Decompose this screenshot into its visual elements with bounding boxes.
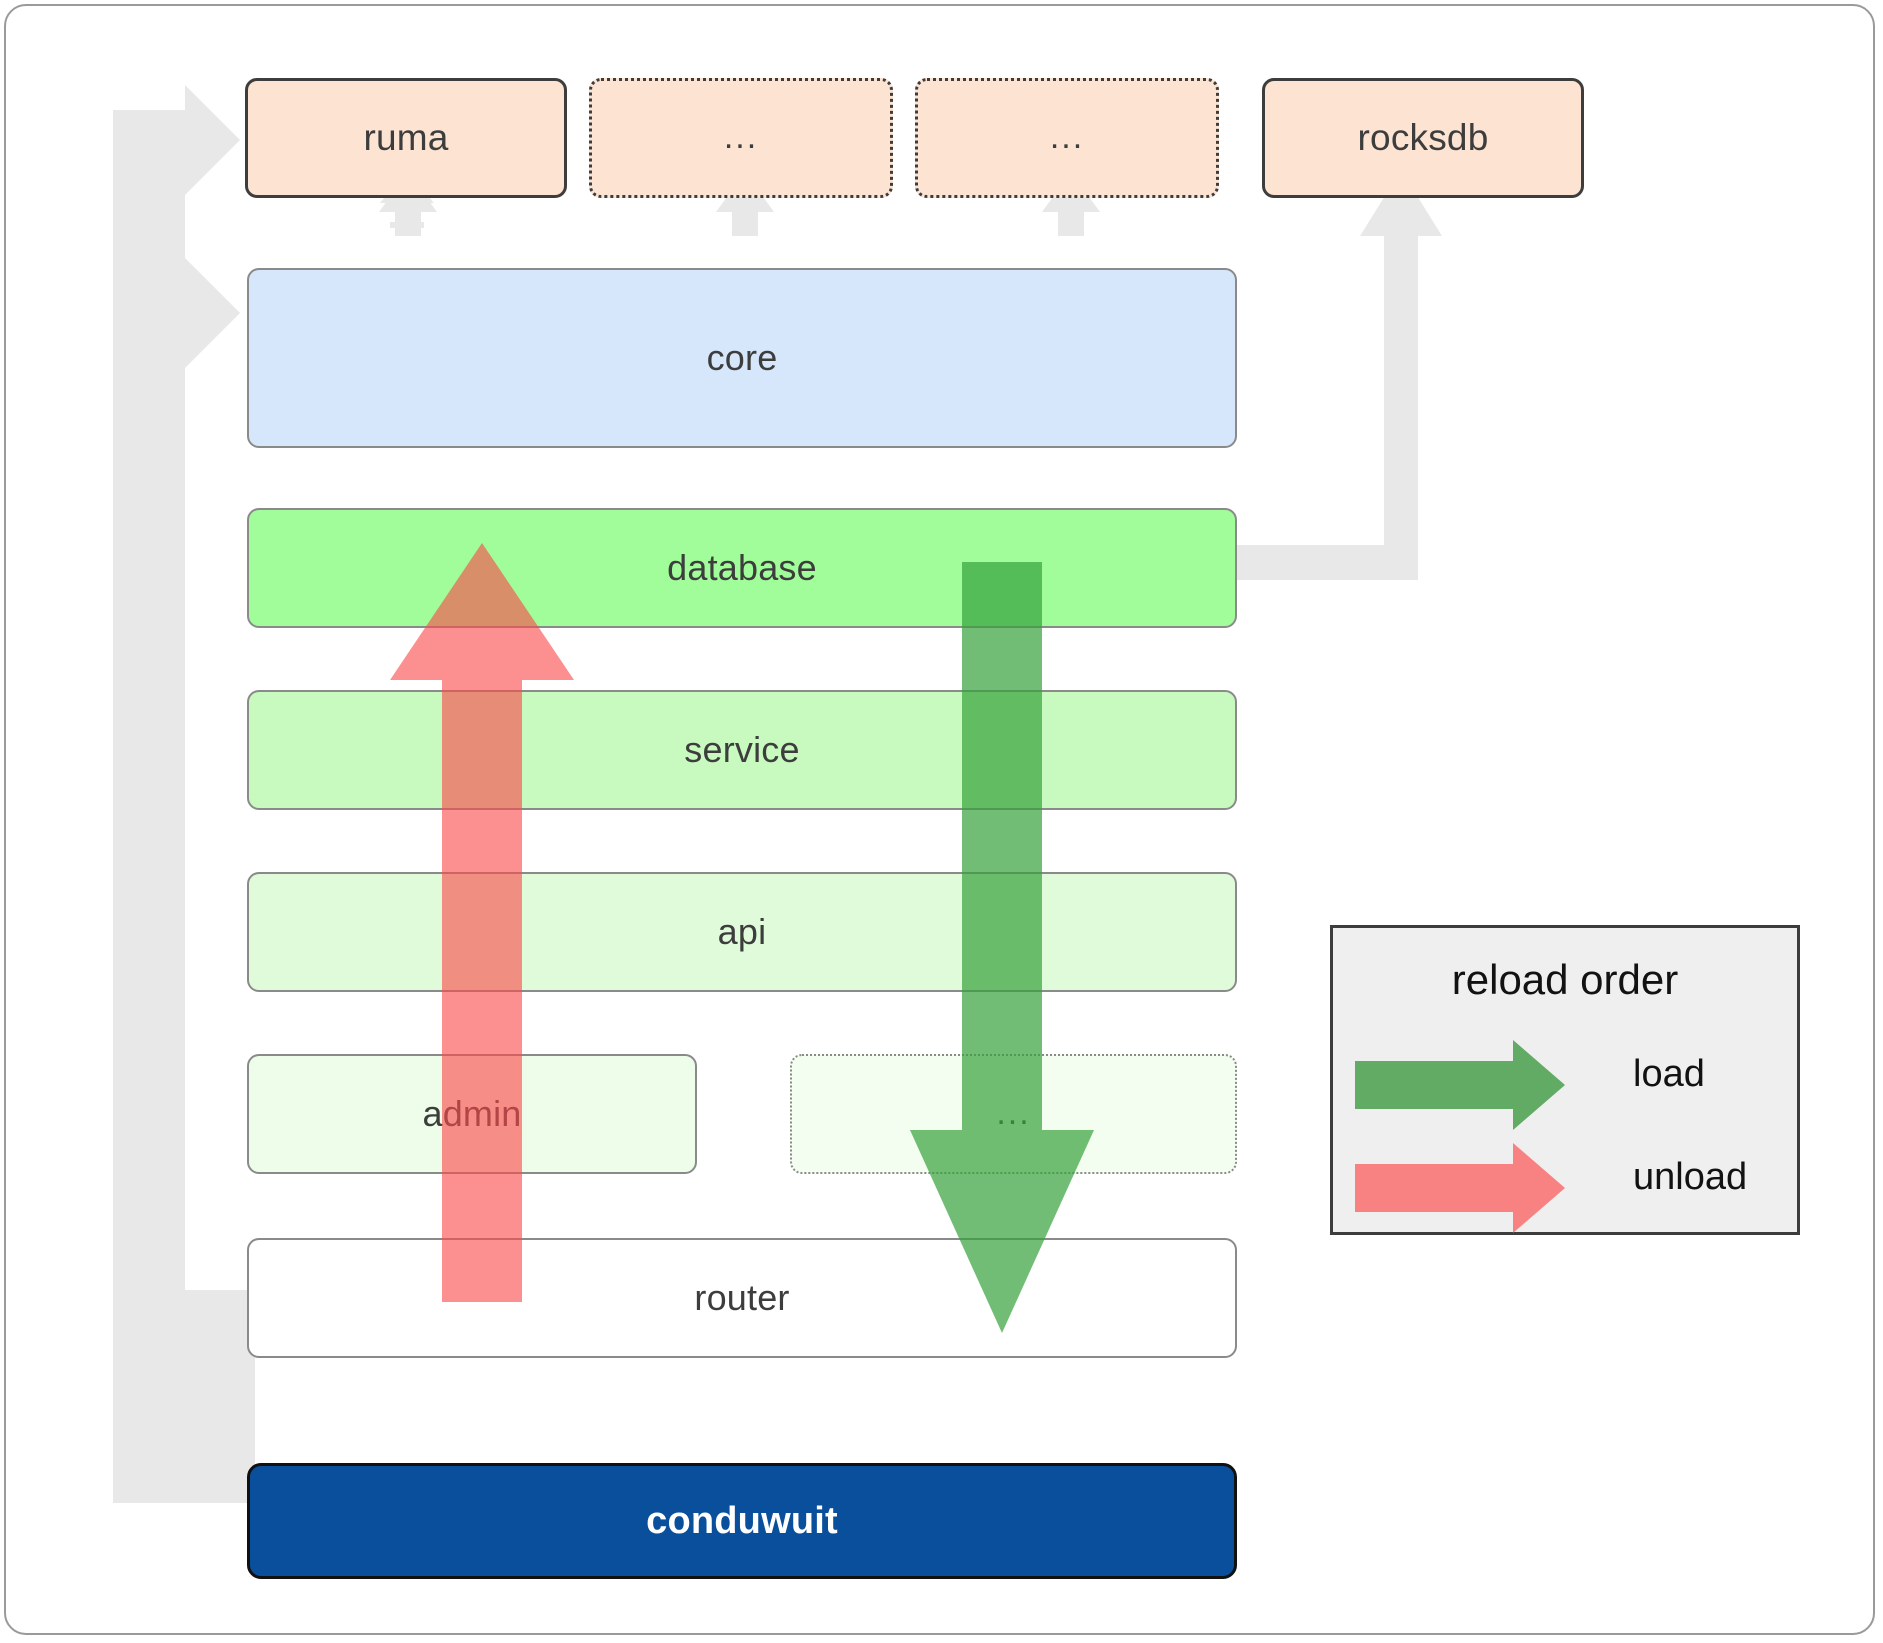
node-rocksdb-label: rocksdb xyxy=(1357,117,1489,158)
node-service[interactable]: service xyxy=(247,690,1237,810)
node-api-label: api xyxy=(717,911,767,952)
node-conduwuit[interactable]: conduwuit xyxy=(247,1463,1237,1579)
node-ruma-label: ruma xyxy=(363,117,449,158)
node-ruma[interactable]: ruma xyxy=(245,78,567,198)
legend-panel: reload order load unload xyxy=(1330,925,1800,1235)
node-database-label: database xyxy=(667,547,817,588)
diagram-frame xyxy=(4,4,1875,1635)
legend-arrow-layer xyxy=(1355,1040,1565,1233)
node-dependency-more-1[interactable]: ... xyxy=(589,78,893,198)
node-dependency-more-2[interactable]: ... xyxy=(915,78,1219,198)
node-submodule-more[interactable]: ... xyxy=(790,1054,1237,1174)
node-dependency-more-1-label: ... xyxy=(723,118,759,157)
node-core-label: core xyxy=(706,337,778,378)
node-conduwuit-label: conduwuit xyxy=(646,1499,838,1542)
legend-title: reload order xyxy=(1451,956,1679,1003)
legend-load-label: load xyxy=(1633,1053,1705,1095)
node-service-label: service xyxy=(684,729,800,770)
node-router-label: router xyxy=(694,1277,790,1318)
node-dependency-more-2-label: ... xyxy=(1049,118,1085,157)
node-rocksdb[interactable]: rocksdb xyxy=(1262,78,1584,198)
node-router[interactable]: router xyxy=(247,1238,1237,1358)
node-admin[interactable]: admin xyxy=(247,1054,697,1174)
node-database[interactable]: database xyxy=(247,508,1237,628)
legend-unload-arrow-icon xyxy=(1355,1143,1565,1233)
node-admin-label: admin xyxy=(422,1093,522,1134)
node-submodule-more-label: ... xyxy=(996,1094,1031,1133)
node-core[interactable]: core xyxy=(247,268,1237,448)
node-api[interactable]: api xyxy=(247,872,1237,992)
legend-load-arrow-icon xyxy=(1355,1040,1565,1130)
legend-unload-label: unload xyxy=(1633,1156,1748,1198)
